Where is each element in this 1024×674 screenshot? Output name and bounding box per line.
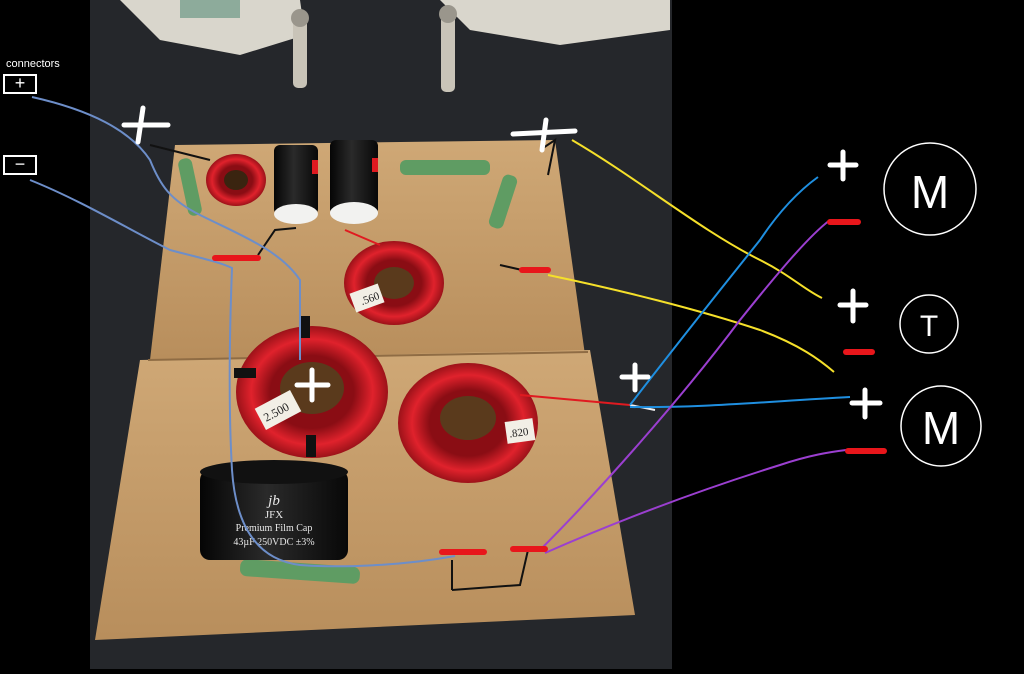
positive-connector-box: + <box>3 73 37 94</box>
capacitor-small <box>274 140 378 224</box>
negative-connector-sign: − <box>14 154 26 174</box>
woofer-symbol-bottom: M <box>900 385 982 467</box>
tweeter-negative-wire <box>547 274 835 373</box>
component-wires <box>149 137 656 591</box>
coil-small <box>206 154 266 206</box>
capacitor-type: Premium Film Cap <box>236 523 313 534</box>
positive-connector-sign: + <box>14 73 26 93</box>
woofer2-positive-wire <box>629 396 851 409</box>
coil-mid: .560 <box>344 241 444 325</box>
woofer-positive-wire <box>629 176 819 406</box>
tweeter-label: T <box>920 310 938 343</box>
positive-markers <box>121 105 883 420</box>
woofer-symbol-top: M <box>883 142 977 236</box>
coil-right: .820 <box>398 363 538 483</box>
capacitor-model: JFX <box>265 509 283 521</box>
tweeter-positive-wire <box>571 139 823 299</box>
background-stand <box>120 0 670 92</box>
negative-connector-box: − <box>3 154 37 175</box>
woofer-negative-wire <box>539 219 831 551</box>
tweeter-symbol: T <box>899 294 959 354</box>
connectors-label: connectors <box>6 58 60 70</box>
negative-markers <box>212 219 887 555</box>
woofer-label-2: M <box>922 402 960 454</box>
woofer2-negative-wire <box>544 449 847 554</box>
capacitor-rating: 43µF 250VDC ±3% <box>233 537 314 548</box>
input-negative-wire <box>29 179 456 568</box>
annotation-wires <box>29 96 851 568</box>
input-positive-wire <box>31 96 301 360</box>
coil-right-label: .820 <box>509 426 530 441</box>
capacitor-brand: jb <box>266 493 280 509</box>
woofer-label: M <box>911 166 949 218</box>
capacitor-large: jb JFX Premium Film Cap 43µF 250VDC ±3% <box>200 460 348 560</box>
